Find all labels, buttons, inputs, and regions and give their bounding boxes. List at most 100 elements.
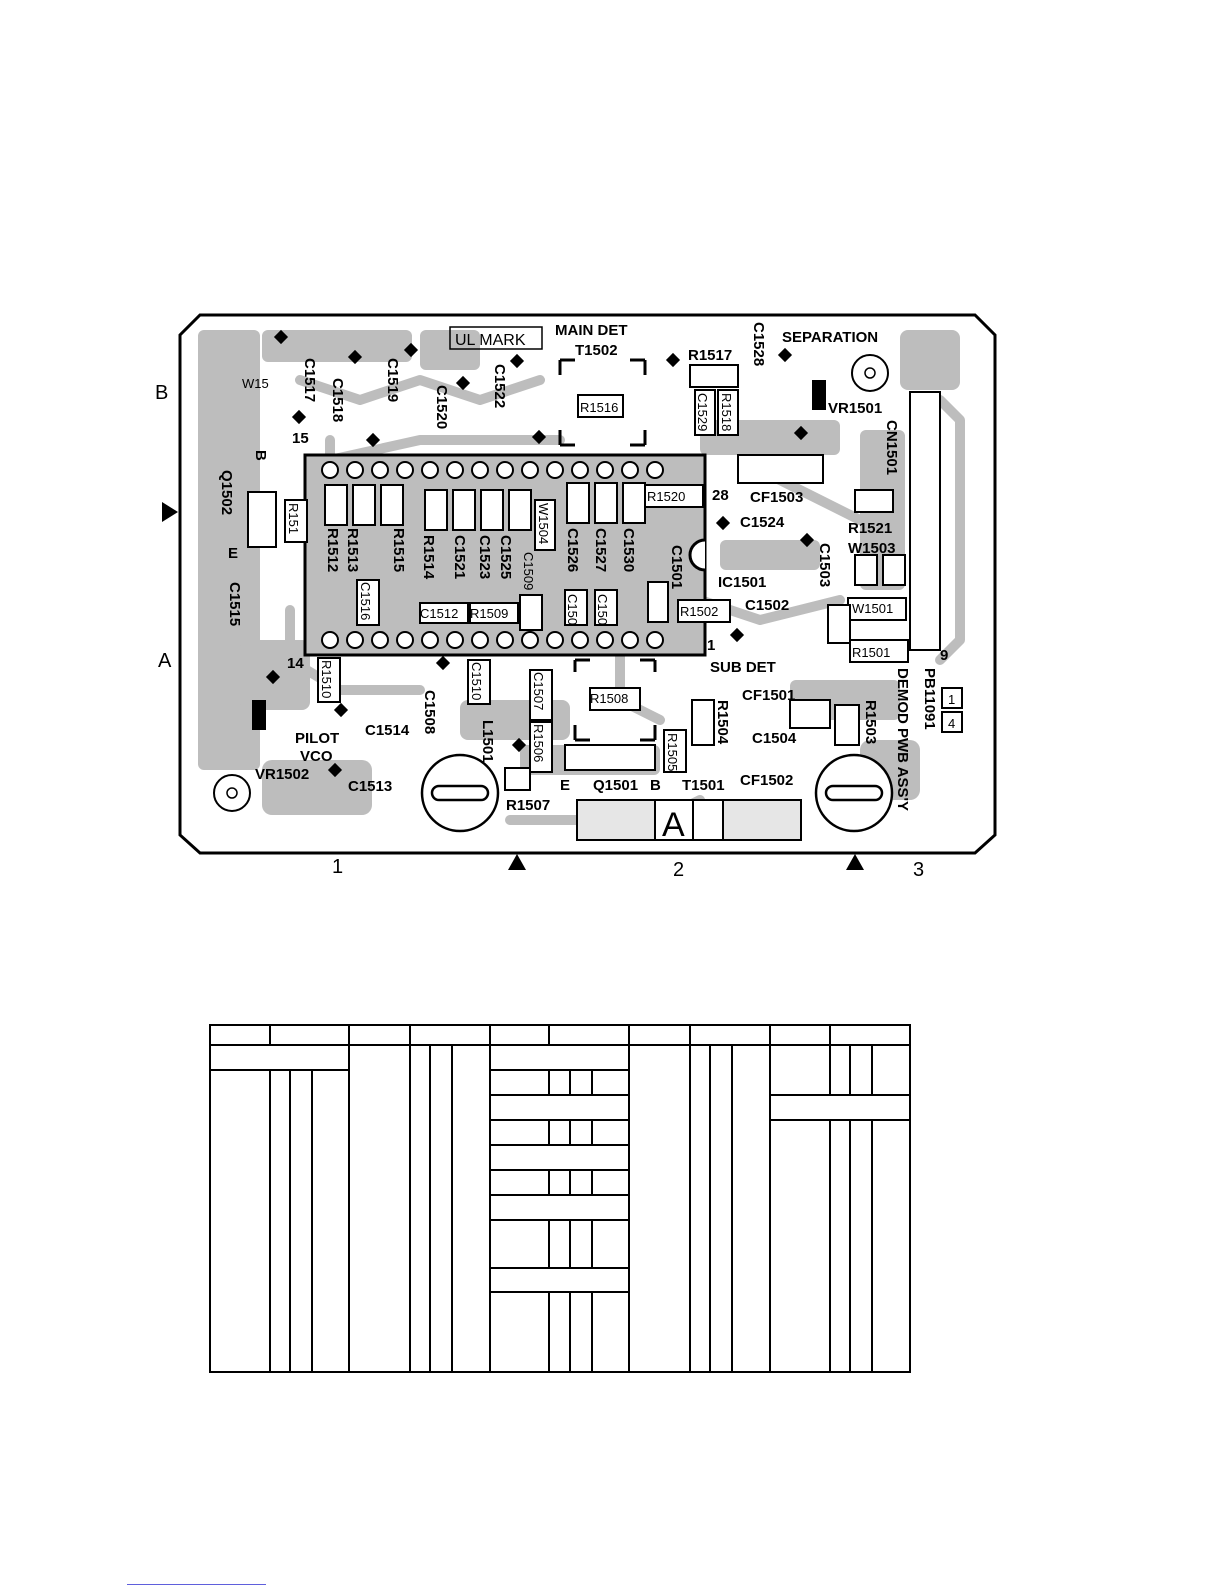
connector-blocks: [576, 799, 802, 841]
c1526-label: C1526: [564, 528, 581, 572]
c1513-label: C1513: [348, 778, 392, 795]
row-a-label: A: [158, 650, 172, 672]
c1518-label: C1518: [329, 378, 346, 422]
pin9-label: 9: [940, 647, 948, 664]
c1504-label: C1504: [752, 730, 797, 747]
c150a-label: C150: [565, 594, 580, 625]
row-b-label: B: [155, 382, 168, 404]
col-1-label: 1: [332, 856, 343, 878]
r1513-label: R1513: [344, 528, 361, 572]
c1508-label: C1508: [421, 690, 438, 734]
left-arrow-marker: [162, 502, 178, 522]
grid-markers: B A 1 2 3: [155, 382, 924, 881]
r1501-label: R1501: [852, 645, 890, 660]
vr1502-label: VR1502: [255, 766, 309, 783]
c1519-label: C1519: [384, 358, 401, 402]
r1518-label: R1518: [719, 393, 734, 431]
cf1502-label: CF1502: [740, 772, 793, 789]
cf1503-label: CF1503: [750, 489, 803, 506]
r1503-label: R1503: [862, 700, 879, 744]
r1507-label: R1507: [506, 797, 550, 814]
c1515-label: C1515: [226, 582, 243, 626]
w1501-label: W1501: [852, 601, 893, 616]
vr1501-label: VR1501: [828, 400, 882, 417]
c1517-label: C1517: [301, 358, 318, 402]
r1502-label: R1502: [680, 604, 718, 619]
c1510-label: C1510: [469, 662, 484, 700]
l1501-label: L1501: [479, 720, 496, 763]
b2-label: B: [650, 777, 661, 794]
q1502-label: Q1502: [218, 470, 235, 515]
pin14-label: 14: [287, 655, 304, 672]
board-labels: UL MARK MAIN DET T1502 SEPARATION R1517 …: [228, 322, 955, 844]
t1501-label: T1501: [682, 777, 725, 794]
r1520-label: R1520: [647, 489, 685, 504]
c150b-label: C150: [595, 594, 610, 625]
main-det-label: MAIN DET: [555, 322, 628, 339]
c1502-label: C1502: [745, 597, 789, 614]
ic-notch: [688, 538, 706, 572]
box4-label: 4: [948, 716, 955, 731]
pin28-label: 28: [712, 487, 729, 504]
w1504-label: W1504: [536, 503, 551, 544]
mounting-holes: [213, 354, 889, 812]
bottom-arrow-marker-1: [508, 854, 526, 870]
c1509-label: C1509: [521, 552, 536, 590]
w15-label: W15: [242, 376, 269, 391]
cf1501-label: CF1501: [742, 687, 795, 704]
c1528-label: C1528: [750, 322, 767, 366]
r151-label: R151: [286, 503, 301, 534]
a-mark-label: A: [662, 806, 685, 844]
trimmer-pots: [420, 753, 894, 833]
box1-label: 1: [948, 692, 955, 707]
c1516-label: C1516: [358, 582, 373, 620]
r1516-label: R1516: [580, 400, 618, 415]
ic-pins: [321, 461, 664, 649]
pb11091-label: PB11091: [921, 668, 938, 730]
c1514-label: C1514: [365, 722, 410, 739]
b-mark-label: B: [252, 450, 269, 461]
c1522-label: C1522: [491, 364, 508, 408]
separation-label: SEPARATION: [782, 329, 878, 346]
r1505-label: R1505: [665, 733, 680, 771]
r1508-label: R1508: [590, 691, 628, 706]
r1512-label: R1512: [324, 528, 341, 572]
c1521-label: C1521: [451, 535, 468, 579]
r1506-label: R1506: [531, 724, 546, 762]
c1523-label: C1523: [476, 535, 493, 579]
bottom-arrow-marker-2: [846, 854, 864, 870]
c1524-label: C1524: [740, 514, 785, 531]
e-mark-label: E: [228, 545, 238, 562]
r1509-label: R1509: [470, 606, 508, 621]
components: [247, 364, 963, 791]
c1501-label: C1501: [668, 545, 685, 589]
vco-label: VCO: [300, 748, 333, 765]
pin1-label: 1: [707, 637, 715, 654]
c1507-label: C1507: [531, 672, 546, 710]
c1525-label: C1525: [497, 535, 514, 579]
w1503-label: W1503: [848, 540, 896, 557]
ul-mark-label: UL MARK: [455, 332, 526, 349]
pin15-label: 15: [292, 430, 309, 447]
c1527-label: C1527: [592, 528, 609, 572]
cn1501-label: CN1501: [883, 420, 900, 475]
demod-label: DEMOD PWB ASS'Y: [894, 668, 911, 811]
c1503-label: C1503: [816, 543, 833, 587]
c1520-label: C1520: [433, 385, 450, 429]
e2-label: E: [560, 777, 570, 794]
r1510-label: R1510: [319, 660, 334, 698]
t1502-label: T1502: [575, 342, 618, 359]
board-labels-vertical: C1517 C1518 C1519 C1520 C1522 C1528 C152…: [218, 322, 938, 811]
sub-det-label: SUB DET: [710, 659, 776, 676]
col-3-label: 3: [913, 859, 924, 881]
r1504-label: R1504: [714, 700, 731, 745]
solder-pads: [252, 329, 826, 778]
q1501-label: Q1501: [593, 777, 638, 794]
ic1501-label: IC1501: [718, 574, 766, 591]
c1530-label: C1530: [620, 528, 637, 572]
col-2-label: 2: [673, 859, 684, 881]
parts-table: [209, 1024, 911, 1373]
transformer-outlines: [558, 358, 657, 742]
r1517-label: R1517: [688, 347, 732, 364]
